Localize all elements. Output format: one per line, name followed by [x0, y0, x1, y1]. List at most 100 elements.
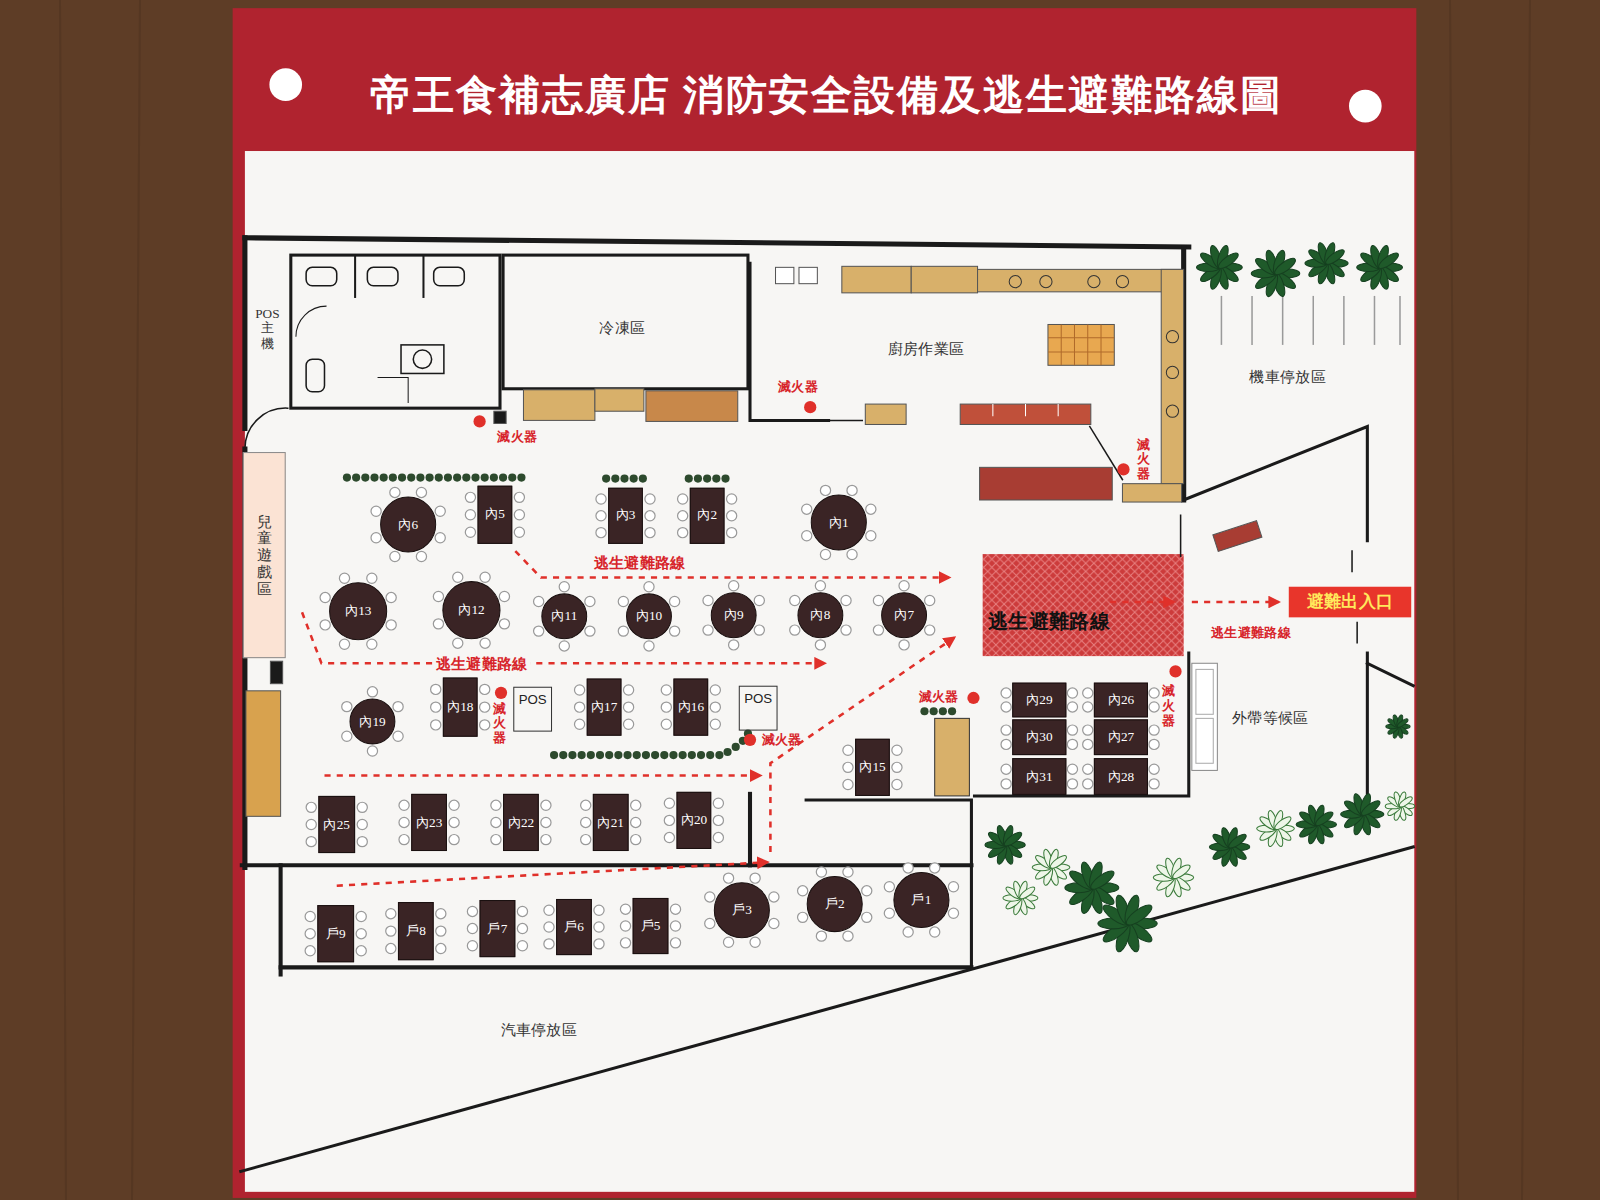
chair — [416, 487, 426, 497]
chair — [723, 937, 733, 947]
chair — [386, 620, 396, 630]
extinguisher-label: 滅火器 — [1137, 437, 1150, 481]
chair — [664, 815, 674, 825]
parking-stripes — [1221, 296, 1223, 345]
fixtures — [523, 390, 594, 421]
poster-sheet — [233, 8, 1417, 1198]
round-table: 戶3 — [713, 882, 770, 939]
chair — [670, 904, 680, 914]
table-number: 內5 — [485, 507, 505, 522]
chair — [596, 511, 606, 521]
chair — [1067, 725, 1077, 735]
rect-table: 戶7 — [480, 900, 516, 957]
hedge-row — [508, 473, 516, 481]
rect-table: 內3 — [608, 488, 643, 544]
chair — [710, 702, 720, 712]
room-label-area: 冷凍區 — [571, 312, 673, 345]
chair — [1083, 725, 1093, 735]
chair — [798, 886, 808, 896]
chair — [371, 533, 381, 543]
extinguisher-label: 滅火器 — [493, 702, 506, 746]
chair — [386, 909, 396, 919]
extinguisher-label: 滅火器 — [497, 430, 537, 445]
table-number: 內28 — [1108, 769, 1135, 784]
chair — [581, 834, 591, 844]
restroom — [291, 255, 500, 408]
chair — [884, 882, 894, 892]
fixtures — [911, 266, 977, 293]
play-area-band: 兒童遊戲區 — [243, 452, 286, 658]
chair — [514, 510, 524, 520]
chair — [678, 511, 688, 521]
chair — [866, 531, 876, 541]
chair — [1083, 702, 1093, 712]
bush — [1153, 857, 1193, 898]
parking-stripes — [1374, 296, 1376, 345]
chair — [1001, 725, 1011, 735]
pos-terminal: POS — [513, 687, 552, 732]
chair — [1067, 779, 1077, 789]
chair — [491, 817, 501, 827]
chair — [727, 494, 737, 504]
chair — [467, 941, 477, 951]
bush — [1385, 791, 1415, 821]
walls — [242, 238, 247, 429]
hedge-row — [426, 473, 434, 481]
chair — [1001, 702, 1011, 712]
area-name: 避難出入口 — [1307, 592, 1394, 612]
restroom — [434, 267, 465, 285]
table-number: 戶2 — [825, 896, 845, 911]
chair — [631, 834, 641, 844]
hedge-row — [453, 473, 461, 481]
chair — [1149, 779, 1159, 789]
chair — [620, 921, 630, 931]
table-outline — [882, 593, 927, 638]
round-table: 戶2 — [806, 876, 863, 933]
hedge-row — [633, 751, 641, 759]
parking-stripes — [1221, 296, 1400, 345]
bush — [1088, 868, 1116, 892]
chair — [386, 943, 396, 953]
restroom — [296, 306, 327, 337]
chair — [816, 931, 826, 941]
chair — [664, 798, 674, 808]
chair — [514, 527, 524, 537]
rect-table: 內21 — [593, 794, 629, 851]
hedge-row — [380, 473, 388, 481]
table-number: 內18 — [447, 700, 474, 715]
chair — [534, 596, 544, 606]
bush — [1018, 885, 1036, 901]
table-outline — [330, 583, 387, 640]
chair — [499, 619, 509, 629]
hedge-row — [939, 707, 947, 715]
walls — [245, 408, 288, 449]
chair — [585, 626, 595, 636]
chair — [884, 908, 894, 918]
table-number: 戶1 — [911, 892, 931, 907]
extinguisher-label: 滅火器 — [762, 733, 802, 748]
restroom — [354, 255, 356, 298]
chair — [618, 596, 628, 606]
walls — [829, 420, 863, 422]
restroom — [378, 378, 409, 404]
bush — [1209, 827, 1249, 868]
rect-table: 內16 — [673, 679, 708, 736]
chair — [356, 946, 366, 956]
walls — [242, 863, 972, 867]
extinguisher-dot — [1117, 463, 1129, 475]
chair — [820, 549, 830, 559]
bush — [1272, 256, 1297, 278]
restroom — [422, 255, 424, 298]
hedge-row — [596, 751, 604, 759]
bush — [1257, 810, 1295, 848]
round-table: 內12 — [442, 581, 501, 640]
chair — [866, 504, 876, 514]
chair — [544, 905, 554, 915]
chair — [661, 702, 671, 712]
chair — [661, 719, 671, 729]
table-number: 內11 — [551, 609, 577, 624]
chair — [802, 504, 812, 514]
chair — [670, 921, 680, 931]
hedge-row — [471, 473, 479, 481]
